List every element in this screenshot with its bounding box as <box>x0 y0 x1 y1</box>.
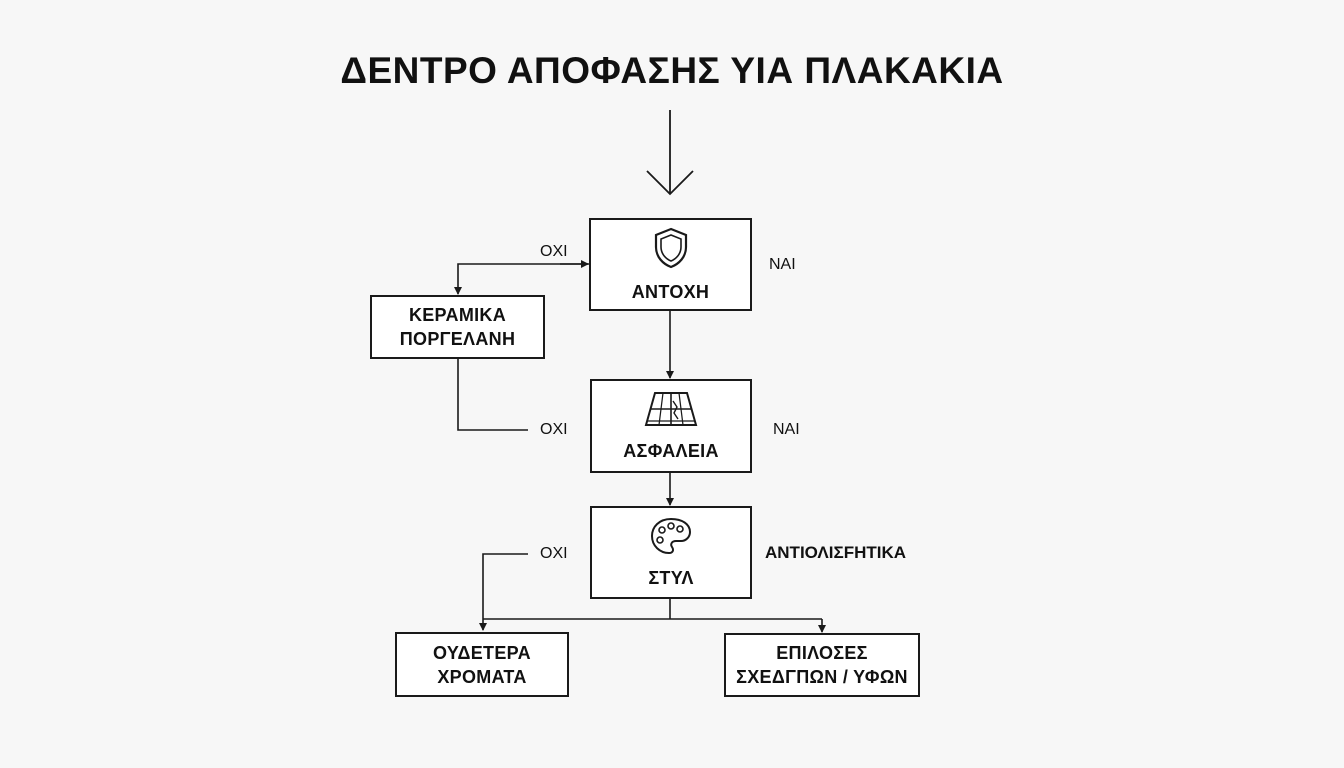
node-keramika: ΚΕΡΑΜΙΚΑ ΠΟΡΓΕΛΑΝΗ <box>370 295 545 359</box>
edge-label-antoxi-no: ΟΧΙ <box>540 243 568 260</box>
edge-label-styl-yes: ΑΝΤΙΟΛΙΣFΗΤΙΚΑ <box>765 543 907 562</box>
node-epiloges-line1: ΕΠΙΛΟΣΕΣ <box>776 643 868 663</box>
node-styl-label: ΣΤΥΛ <box>648 567 694 588</box>
edge-label-antoxi-yes: ΝΑΙ <box>769 256 796 273</box>
node-oudetera: ΟΥΔΕΤΕΡΑ ΧΡΟΜΑΤΑ <box>395 632 569 697</box>
palette-icon <box>649 516 693 562</box>
node-antoxi-label: ΑΝΤΟΧΗ <box>631 281 710 302</box>
shield-icon <box>651 226 691 276</box>
edge-label-asfaleia-no: ΟΧΙ <box>540 421 568 438</box>
edge-styl-no <box>479 553 528 631</box>
entry-arrowhead <box>646 170 694 196</box>
edge-label-styl-no: ΟΧΙ <box>540 545 568 562</box>
node-oudetera-line1: ΟΥΔΕΤΕΡΑ <box>433 642 531 663</box>
node-keramika-line1: ΚΕΡΑΜΙΚΑ <box>408 305 507 325</box>
node-styl: ΣΤΥΛ <box>590 506 752 599</box>
edge-asfaleia-no <box>457 359 528 431</box>
node-oudetera-line2: ΧΡΟΜΑΤΑ <box>437 666 527 687</box>
node-asfaleia-label: ΑΣΦΑΛΕΙΑ <box>623 441 719 461</box>
diagram-title: ΔΕΝΤΡΟ ΑΠΟΦΑΣΗΣ ΥΙΑ ΠΛΑΚΑΚΙΑ <box>340 50 1004 91</box>
node-keramika-line2: ΠΟΡΓΕΛΑΝΗ <box>399 329 516 349</box>
node-asfaleia: ΑΣΦΑΛΕΙΑ <box>590 379 752 473</box>
node-epiloges: ΕΠΙΛΟΣΕΣ ΣΧΕΔΓΠΩΝ / ΥΦΩΝ <box>724 633 920 697</box>
edge-label-asfaleia-yes: ΝΑΙ <box>773 421 800 438</box>
node-antoxi: ΑΝΤΟΧΗ <box>589 218 752 311</box>
edge-antoxi-no <box>454 263 589 295</box>
floor-tiles-icon <box>643 389 699 435</box>
node-epiloges-line2: ΣΧΕΔΓΠΩΝ / ΥΦΩΝ <box>736 667 908 687</box>
